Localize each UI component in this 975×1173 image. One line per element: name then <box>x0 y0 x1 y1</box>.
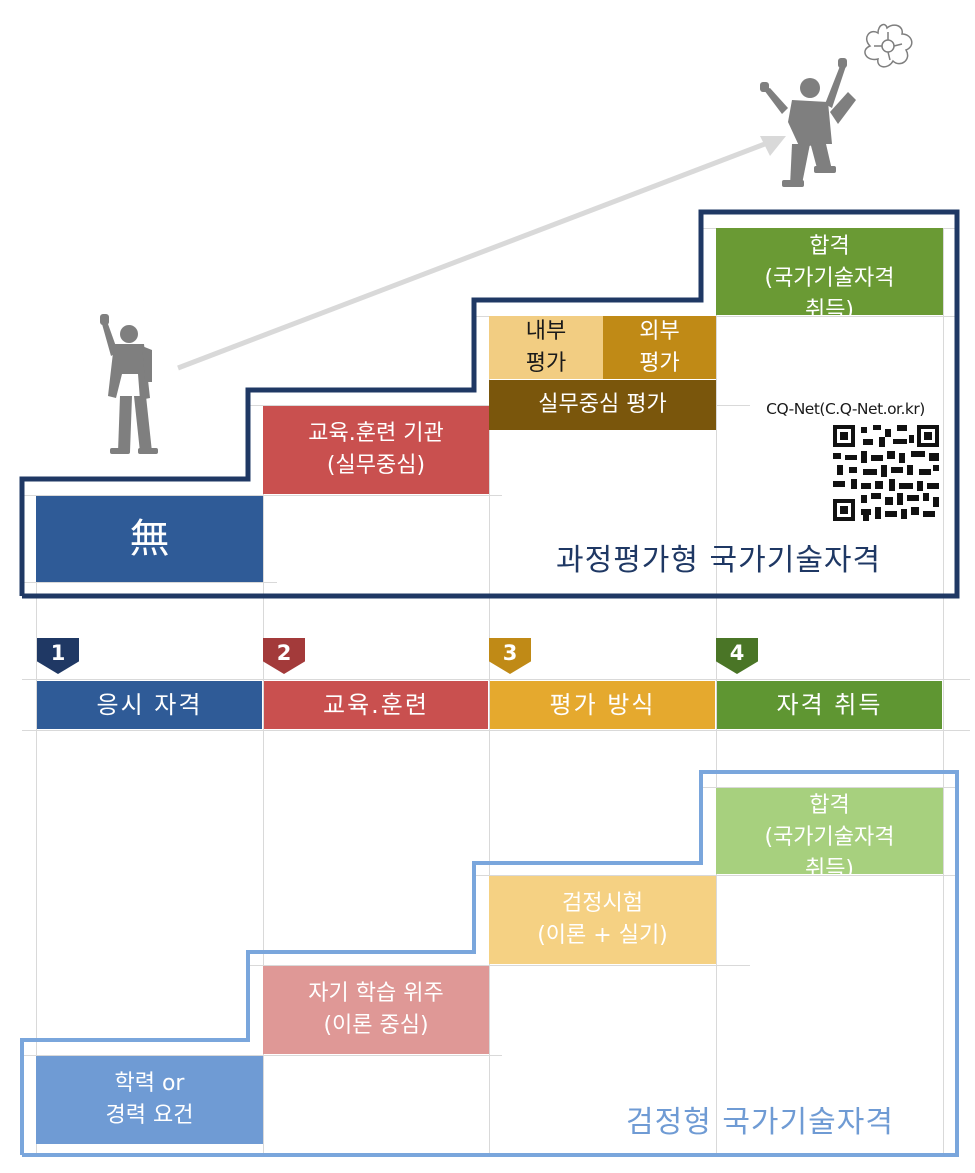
grid-line <box>943 228 944 1156</box>
grid-line <box>716 228 717 1156</box>
grid-line <box>703 787 958 788</box>
exam-box: 검정시험 (이론 + 실기) <box>489 876 716 964</box>
step-header-acquisition: 자격 취득 <box>717 681 942 729</box>
top-training-box: 교육.훈련 기관 (실무중심) <box>263 406 489 494</box>
grid-line <box>476 316 956 317</box>
grid-line <box>36 495 37 1155</box>
bottom-qualification-box: 학력 or 경력 요건 <box>36 1056 263 1144</box>
grid-line <box>22 495 502 496</box>
top-section-title: 과정평가형 국가기술자격 <box>556 543 882 578</box>
step-header-qualification: 응시 자격 <box>37 681 262 729</box>
grid-line <box>22 1055 502 1056</box>
grid-line <box>489 316 490 1156</box>
grid-line <box>22 730 970 731</box>
internal-eval-box: 내부 평가 <box>489 316 603 379</box>
step-badge-3: 3 <box>489 638 531 674</box>
grid-line <box>22 582 277 583</box>
jumping-businessman-icon <box>760 58 856 187</box>
step-header-evaluation: 평가 방식 <box>490 681 715 729</box>
qr-code-icon[interactable] <box>833 425 939 521</box>
external-eval-box: 외부 평가 <box>603 316 716 379</box>
cheering-person-icon <box>100 314 158 454</box>
grid-line <box>250 965 750 966</box>
grid-line <box>22 679 970 680</box>
grid-line <box>476 875 956 876</box>
step-header-training: 교육.훈련 <box>264 681 488 729</box>
cqnet-label: CQ-Net(C.Q-Net.or.kr) <box>766 400 925 418</box>
bottom-section-title: 검정형 국가기술자격 <box>626 1105 894 1140</box>
flower-icon <box>864 23 913 68</box>
top-pass-box: 합격 (국가기술자격 취득) <box>716 228 943 315</box>
bottom-pass-box: 합격 (국가기술자격 취득) <box>716 788 943 874</box>
bottom-training-box: 자기 학습 위주 (이론 중심) <box>263 966 489 1054</box>
top-qualification-box: 無 <box>36 496 263 582</box>
grid-line <box>263 405 264 1155</box>
practical-eval-box: 실무중심 평가 <box>489 380 716 430</box>
